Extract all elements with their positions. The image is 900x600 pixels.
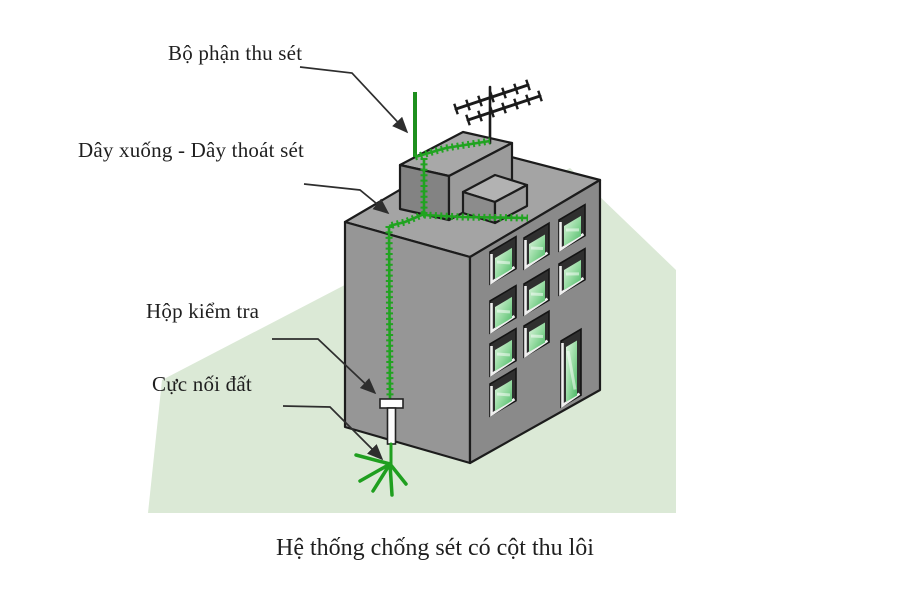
building-windows: [489, 203, 586, 418]
leader-inspection-box: [272, 338, 377, 395]
leader-ground-electrode: [282, 405, 384, 461]
window: [489, 235, 517, 286]
roof-conductor-left: [388, 210, 426, 230]
building: [343, 145, 602, 465]
window: [560, 327, 582, 409]
down-conductor-wire: [385, 225, 394, 400]
label-air-terminal: Bộ phận thu sét: [168, 41, 303, 65]
label-ground-electrode: Cực nối đất: [152, 372, 252, 396]
label-down-conductor: Dây xuống - Dây thoát sét: [78, 138, 305, 162]
label-inspection-box: Hộp kiểm tra: [146, 299, 260, 323]
diagram-caption: Hệ thống chống sét có cột thu lôi: [276, 535, 594, 561]
window: [558, 247, 586, 297]
window: [489, 367, 517, 418]
window: [558, 203, 586, 253]
tv-antenna-icon: [453, 79, 543, 145]
leader-down-conductor: [303, 183, 390, 215]
leader-lines: [272, 66, 409, 461]
window: [523, 221, 550, 271]
ground-electrode: [354, 442, 408, 497]
window: [489, 327, 517, 378]
equipment-box: [461, 173, 529, 225]
window: [523, 267, 550, 317]
roof-conductor-to-antenna: [414, 137, 491, 161]
window: [523, 309, 550, 359]
leader-air-terminal: [299, 66, 409, 134]
building-left-face: [343, 220, 472, 465]
window: [489, 284, 517, 335]
conductor-wires: [385, 137, 529, 400]
roof-conductor-right: [423, 211, 529, 222]
